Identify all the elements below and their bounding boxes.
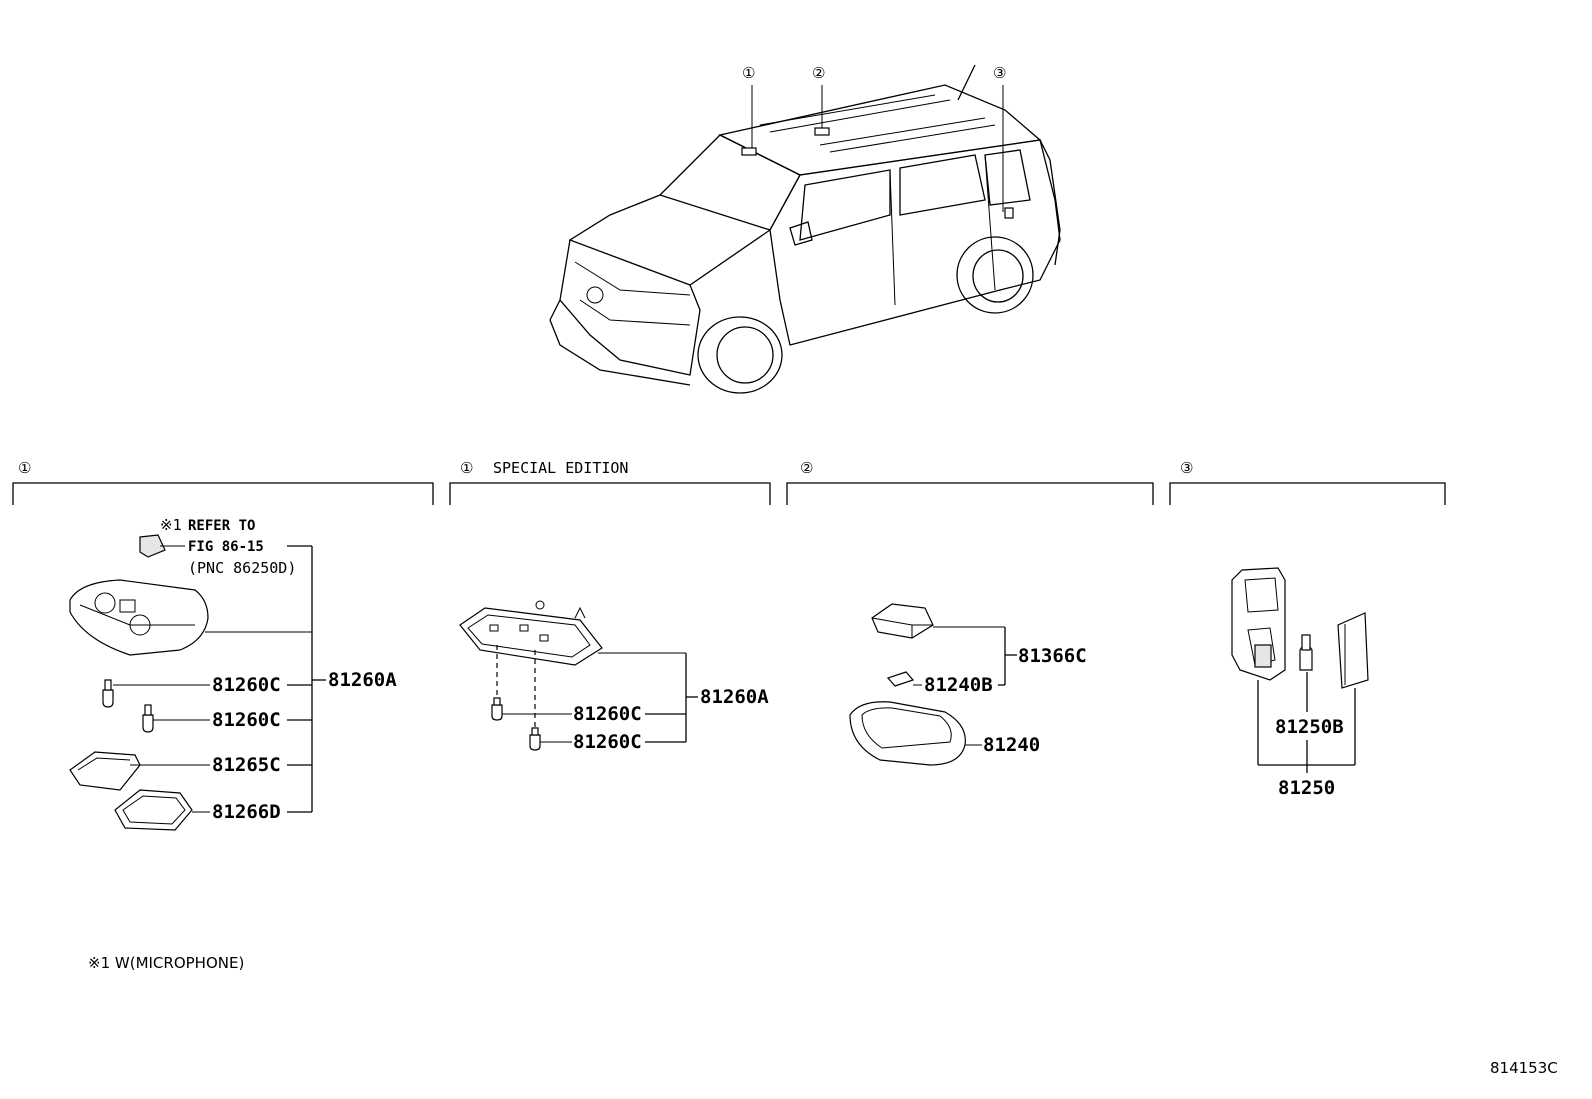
section1-bracket <box>12 482 434 505</box>
vehicle-illustration <box>549 64 1061 394</box>
section2-title: SPECIAL EDITION <box>493 459 628 477</box>
part-81266d: 81266D <box>212 801 281 823</box>
section2-marker: ① <box>460 459 473 477</box>
section1-marker: ① <box>18 459 31 477</box>
car-callout-3: ③ <box>993 64 1006 82</box>
section4-bracket <box>1169 482 1446 505</box>
section1-parts <box>69 534 326 831</box>
part-81250b: 81250B <box>1275 716 1344 738</box>
part-81240b: 81240B <box>924 674 993 696</box>
section4-marker: ③ <box>1180 459 1193 477</box>
part-81260c-3: 81260C <box>573 703 642 725</box>
figure-code: 814153C <box>1490 1059 1558 1077</box>
car-callout-1: ① <box>742 64 755 82</box>
footnote: ※1 W(MICROPHONE) <box>88 954 244 972</box>
section3-marker: ② <box>800 459 813 477</box>
section1-refer-line3: (PNC 86250D) <box>188 559 296 577</box>
car-callout-2: ② <box>812 64 825 82</box>
part-81260c-4: 81260C <box>573 731 642 753</box>
part-81260c-1: 81260C <box>212 674 281 696</box>
part-81366c: 81366C <box>1018 645 1087 667</box>
part-81265c: 81265C <box>212 754 281 776</box>
assembly-81260a-2: 81260A <box>700 686 769 708</box>
part-81240: 81240 <box>983 734 1040 756</box>
section1-refer-line1: REFER TO <box>188 518 255 534</box>
section2-bracket <box>449 482 771 505</box>
section1-note-mark: ※1 <box>160 516 182 534</box>
section3-parts <box>849 603 1017 766</box>
section2-parts <box>459 600 698 751</box>
section4-parts <box>1231 567 1369 773</box>
assembly-81260a-1: 81260A <box>328 669 397 691</box>
part-81250: 81250 <box>1278 777 1335 799</box>
section3-bracket <box>786 482 1154 505</box>
section1-refer-line2: FIG 86-15 <box>188 539 264 555</box>
part-81260c-2: 81260C <box>212 709 281 731</box>
